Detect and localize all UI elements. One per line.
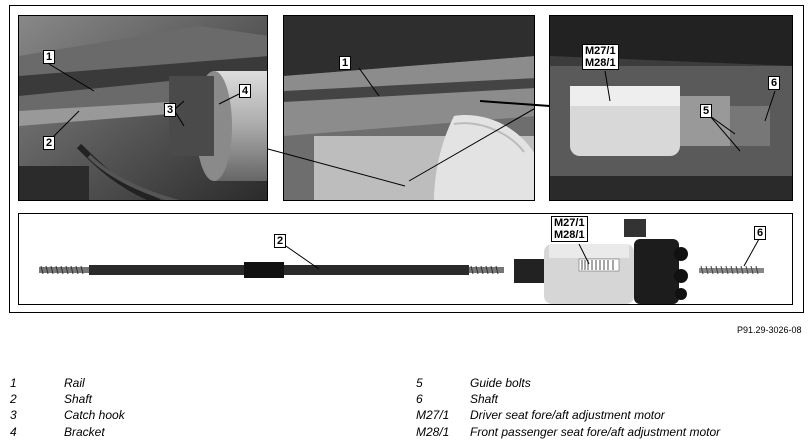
legend-num: M27/1 [416, 408, 450, 422]
callout-3: 3 [164, 103, 177, 117]
legend-text: Front passenger seat fore/aft adjustment… [470, 425, 721, 439]
photo-rail-graphic [19, 16, 267, 200]
callout-2: 2 [274, 234, 287, 248]
legend-text: Guide bolts [470, 376, 531, 390]
photo-motor-installed: M27/1 M28/1 5 6 [549, 15, 793, 201]
photo-seat-graphic [284, 16, 534, 200]
photo-parts: 2 M27/1 M28/1 6 [18, 213, 793, 305]
figure-reference-id: P91.29-3026-08 [737, 325, 802, 335]
callout-1: 1 [339, 56, 352, 70]
callout-motor: M27/1 M28/1 [582, 44, 619, 70]
legend-text: Driver seat fore/aft adjustment motor [470, 408, 665, 422]
legend-num: M28/1 [416, 425, 450, 439]
legend-text: Bracket [64, 425, 105, 439]
legend-num: 5 [416, 376, 423, 390]
legend-text: Shaft [470, 392, 499, 406]
callout-1: 1 [43, 50, 56, 64]
legend-text: Catch hook [64, 408, 125, 422]
callout-4: 4 [239, 84, 252, 98]
callout-2: 2 [43, 136, 56, 150]
legend-num: 2 [10, 392, 17, 406]
legend-num: 6 [416, 392, 423, 406]
legend-text: Shaft [64, 392, 93, 406]
figure-frame: 1 2 3 4 1 [9, 5, 804, 313]
legend-num: 1 [10, 376, 17, 390]
callout-6: 6 [754, 226, 767, 240]
legend-num: 4 [10, 425, 17, 439]
callout-6: 6 [768, 76, 781, 90]
photo-parts-graphic [39, 219, 764, 304]
callout-motor: M27/1 M28/1 [551, 216, 588, 242]
photo-rail-assembly: 1 2 3 4 [18, 15, 268, 201]
legend-num: 3 [10, 408, 17, 422]
callout-5: 5 [700, 104, 713, 118]
legend-text: Rail [64, 376, 85, 390]
